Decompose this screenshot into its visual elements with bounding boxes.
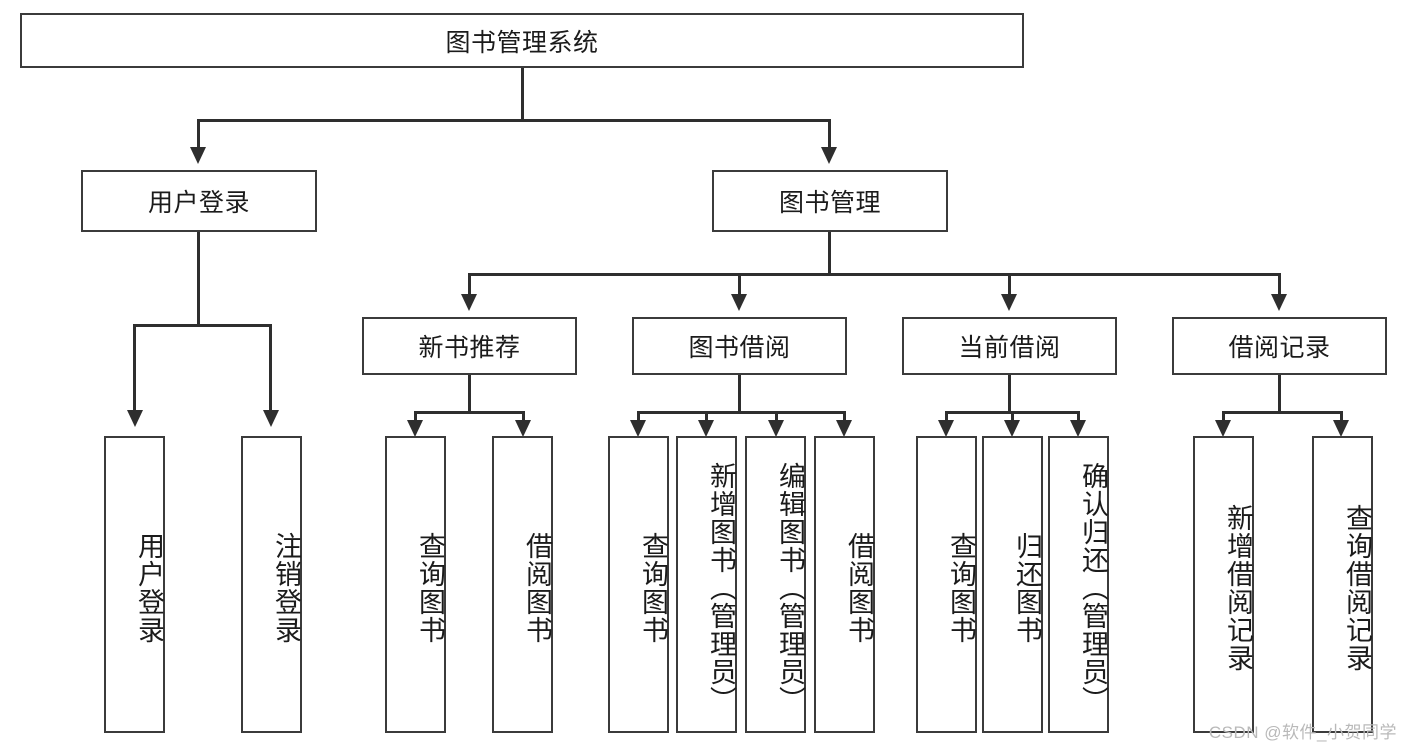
node-label: 用户登录: [147, 189, 250, 217]
edge-new-book-to-leaf-1: [414, 411, 417, 424]
node-label: 图书管理: [778, 189, 881, 217]
node-label: 用户登录: [134, 531, 164, 644]
leaf-return-book[interactable]: 归还图书: [982, 436, 1043, 733]
leaf-query-record[interactable]: 查询借阅记录: [1312, 436, 1373, 733]
node-book-borrow[interactable]: 图书借阅: [632, 317, 847, 375]
node-book-management[interactable]: 图书管理: [712, 170, 948, 232]
edge-bb-to-leaf-4: [843, 411, 846, 424]
edge-book-management-stem: [828, 232, 831, 275]
edge-new-book-bus: [414, 411, 524, 414]
arrowhead-leaf-user-login: [127, 410, 143, 427]
edge-bm-to-borrow-record: [1278, 273, 1281, 296]
edge-cb-to-leaf-3: [1077, 411, 1080, 424]
node-label: 新增借阅记录: [1223, 503, 1253, 672]
edge-bb-to-leaf-1: [637, 411, 640, 424]
edge-root-stem: [521, 68, 524, 121]
arrowhead-leaf-edit-book: [768, 420, 784, 437]
node-label: 查询图书: [946, 531, 976, 644]
node-label: 图书借阅: [688, 334, 791, 362]
node-label: 新书推荐: [418, 334, 521, 362]
arrowhead-leaf-borrow-book-1: [515, 420, 531, 437]
arrowhead-book-borrow: [731, 294, 747, 311]
node-label: 借阅图书: [844, 531, 874, 644]
node-label: 归还图书: [1012, 531, 1042, 644]
edge-root-bus: [197, 119, 831, 122]
edge-cb-to-leaf-2: [1011, 411, 1014, 424]
node-label: 查询图书: [415, 531, 445, 644]
edge-root-to-user-login: [197, 119, 200, 149]
arrowhead-leaf-return-book: [1004, 420, 1020, 437]
leaf-add-record[interactable]: 新增借阅记录: [1193, 436, 1254, 733]
leaf-borrow-book-1[interactable]: 借阅图书: [492, 436, 553, 733]
edge-br-to-leaf-1: [1222, 411, 1225, 424]
arrowhead-current-borrow: [1001, 294, 1017, 311]
node-label: 查询借阅记录: [1342, 503, 1372, 672]
arrowhead-borrow-record: [1271, 294, 1287, 311]
node-label: 确认归还（管理员）: [1078, 461, 1108, 714]
arrowhead-leaf-query-book-2: [630, 420, 646, 437]
arrowhead-leaf-query-book-3: [938, 420, 954, 437]
arrowhead-leaf-query-book-1: [407, 420, 423, 437]
edge-user-login-bus: [133, 324, 270, 327]
node-label: 注销登录: [271, 531, 301, 644]
arrowhead-leaf-confirm-return: [1070, 420, 1086, 437]
arrowhead-book-management: [821, 147, 837, 164]
leaf-confirm-return[interactable]: 确认归还（管理员）: [1048, 436, 1109, 733]
node-label: 编辑图书（管理员）: [775, 461, 805, 714]
edge-bm-to-current-borrow: [1008, 273, 1011, 296]
leaf-query-book-1[interactable]: 查询图书: [385, 436, 446, 733]
edge-book-borrow-stem: [738, 375, 741, 413]
node-label: 新增图书（管理员）: [706, 461, 736, 714]
node-label: 借阅记录: [1228, 334, 1331, 362]
edge-bb-to-leaf-3: [775, 411, 778, 424]
leaf-edit-book[interactable]: 编辑图书（管理员）: [745, 436, 806, 733]
edge-bm-to-new-book: [468, 273, 471, 296]
node-new-book-recommend[interactable]: 新书推荐: [362, 317, 577, 375]
node-label: 查询图书: [638, 531, 668, 644]
arrowhead-user-login: [190, 147, 206, 164]
arrowhead-leaf-borrow-book-2: [836, 420, 852, 437]
edge-new-book-to-leaf-2: [522, 411, 525, 424]
node-user-login[interactable]: 用户登录: [81, 170, 317, 232]
node-current-borrow[interactable]: 当前借阅: [902, 317, 1117, 375]
edge-bm-to-book-borrow: [738, 273, 741, 296]
edge-book-management-bus: [468, 273, 1280, 276]
edge-borrow-record-stem: [1278, 375, 1281, 413]
arrowhead-leaf-add-book: [698, 420, 714, 437]
edge-root-to-book-management: [828, 119, 831, 149]
edge-borrow-record-bus: [1222, 411, 1342, 414]
edge-br-to-leaf-2: [1340, 411, 1343, 424]
node-borrow-record[interactable]: 借阅记录: [1172, 317, 1387, 375]
edge-user-login-stem: [197, 232, 200, 326]
node-label: 图书管理系统: [445, 28, 599, 57]
edge-cb-to-leaf-1: [945, 411, 948, 424]
leaf-add-book[interactable]: 新增图书（管理员）: [676, 436, 737, 733]
arrowhead-new-book-recommend: [461, 294, 477, 311]
edge-new-book-stem: [468, 375, 471, 413]
arrowhead-leaf-add-record: [1215, 420, 1231, 437]
edge-current-borrow-stem: [1008, 375, 1011, 413]
node-book-management-system[interactable]: 图书管理系统: [20, 13, 1024, 68]
leaf-query-book-3[interactable]: 查询图书: [916, 436, 977, 733]
node-label: 借阅图书: [522, 531, 552, 644]
arrowhead-leaf-query-record: [1333, 420, 1349, 437]
leaf-user-login[interactable]: 用户登录: [104, 436, 165, 733]
leaf-logout-login[interactable]: 注销登录: [241, 436, 302, 733]
edge-book-borrow-bus: [637, 411, 845, 414]
edge-user-login-to-leaf-2: [269, 324, 272, 412]
node-label: 当前借阅: [958, 334, 1061, 362]
edge-bb-to-leaf-2: [705, 411, 708, 424]
edge-user-login-to-leaf-1: [133, 324, 136, 412]
arrowhead-leaf-logout-login: [263, 410, 279, 427]
leaf-borrow-book-2[interactable]: 借阅图书: [814, 436, 875, 733]
leaf-query-book-2[interactable]: 查询图书: [608, 436, 669, 733]
